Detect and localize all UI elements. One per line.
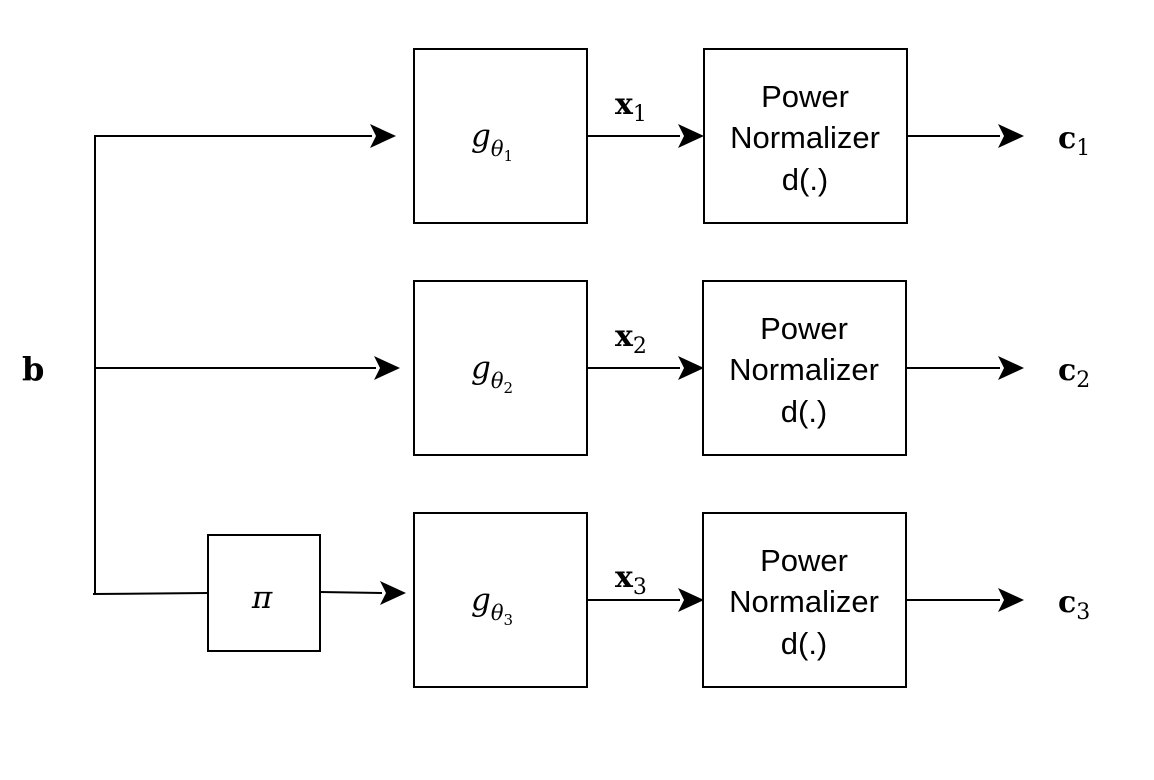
output-label-2: c2 [1058,353,1090,393]
branch-3-output-arrowhead [998,588,1024,612]
branch-2-mid-arrowhead [678,356,704,380]
signal-label-2: x2 [615,319,647,359]
branch-3-interleaver-line [319,591,383,594]
branch-3-input-arrowhead [380,581,406,605]
branch-2: gθ2 x2 Power Normalizer d(.) c2 [95,280,1090,456]
encoder-box-2 [413,280,588,456]
normalizer-2-line2: Normalizer [729,352,879,387]
encoder-label-2: gθ2 [471,350,513,397]
branch-1-output-arrowhead [998,124,1024,148]
branch-3-mid-arrowhead [678,588,704,612]
branch-1-input-arrowhead [370,124,396,148]
normalizer-3-line2: Normalizer [729,584,879,619]
branch-1: gθ1 x1 Power Normalizer d(.) c1 [95,48,1090,224]
encoder-label-1: gθ1 [471,118,513,165]
branch-3: π gθ3 x3 Power Normalizer d(.) c3 [92,512,1090,688]
encoder-box-3 [413,512,588,688]
signal-label-1: x1 [615,87,647,127]
power-normalizer-box-3 [702,512,907,688]
normalizer-1-line2: Normalizer [730,120,880,155]
normalizer-1-line3: d(.) [782,162,829,197]
normalizer-2-line3: d(.) [781,394,828,429]
encoder-label-3: gθ3 [471,582,513,629]
output-label-1: c1 [1058,121,1090,161]
branch-1-mid-arrowhead [678,124,704,148]
normalizer-2-line1: Power [760,311,848,346]
interleaver-label-pi: π [251,580,273,616]
power-normalizer-box-2 [702,280,907,456]
output-label-3: c3 [1058,585,1090,625]
branch-3-input-line [92,592,209,595]
branch-2-output-arrowhead [998,356,1024,380]
normalizer-1-line1: Power [761,79,849,114]
encoder-box-1 [413,48,588,224]
signal-label-3: x3 [615,560,647,600]
interleaver-box [207,534,321,652]
normalizer-3-line1: Power [760,543,848,578]
input-label-b: b [22,350,44,388]
normalizer-3-line3: d(.) [781,626,828,661]
branch-2-input-arrowhead [374,356,400,380]
